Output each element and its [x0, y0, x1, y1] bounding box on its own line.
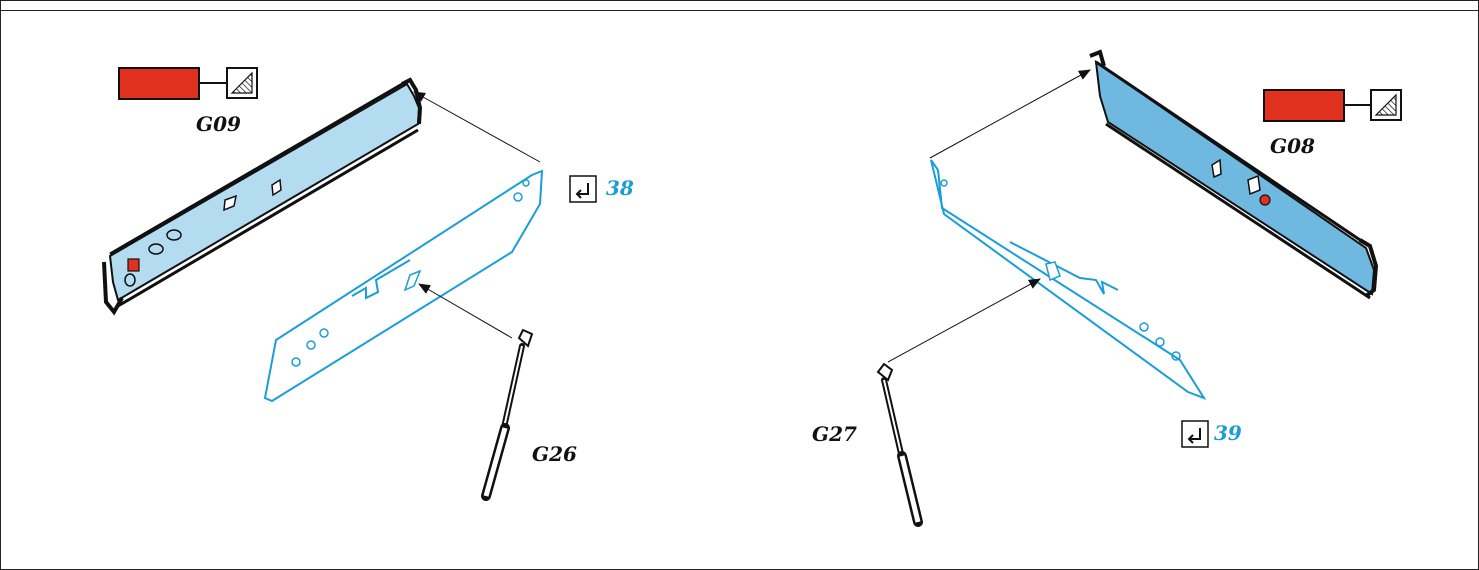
step-arrow-icon — [1181, 420, 1209, 448]
right-arrow-to-panel — [929, 69, 1091, 159]
right-arrow-to-plate — [887, 278, 1041, 363]
left-paint-callout — [118, 67, 258, 100]
left-arrow-to-plate — [418, 283, 513, 339]
left-step-number: 38 — [606, 176, 634, 200]
left-part-label: G09 — [196, 112, 241, 136]
right-step-number: 39 — [1214, 421, 1242, 445]
left-strut-label: G26 — [532, 442, 577, 466]
right-paint-swatch — [1263, 89, 1345, 122]
left-gas-strut-g26 — [481, 328, 534, 501]
hatched-surface-icon — [1370, 89, 1402, 121]
right-panel-g08 — [1089, 49, 1379, 300]
left-arrow-to-panel — [413, 91, 541, 163]
hatched-surface-icon — [226, 67, 258, 99]
left-paint-swatch — [118, 67, 200, 100]
right-gas-strut-g27 — [876, 362, 923, 527]
right-etched-plate — [930, 159, 1207, 400]
right-strut-label: G27 — [812, 422, 857, 446]
top-rule — [0, 10, 1479, 11]
step-arrow-icon — [569, 175, 597, 203]
left-etched-plate — [263, 169, 544, 403]
left-panel-g09 — [102, 77, 423, 316]
right-paint-callout — [1263, 89, 1402, 122]
right-part-label: G08 — [1270, 134, 1315, 158]
